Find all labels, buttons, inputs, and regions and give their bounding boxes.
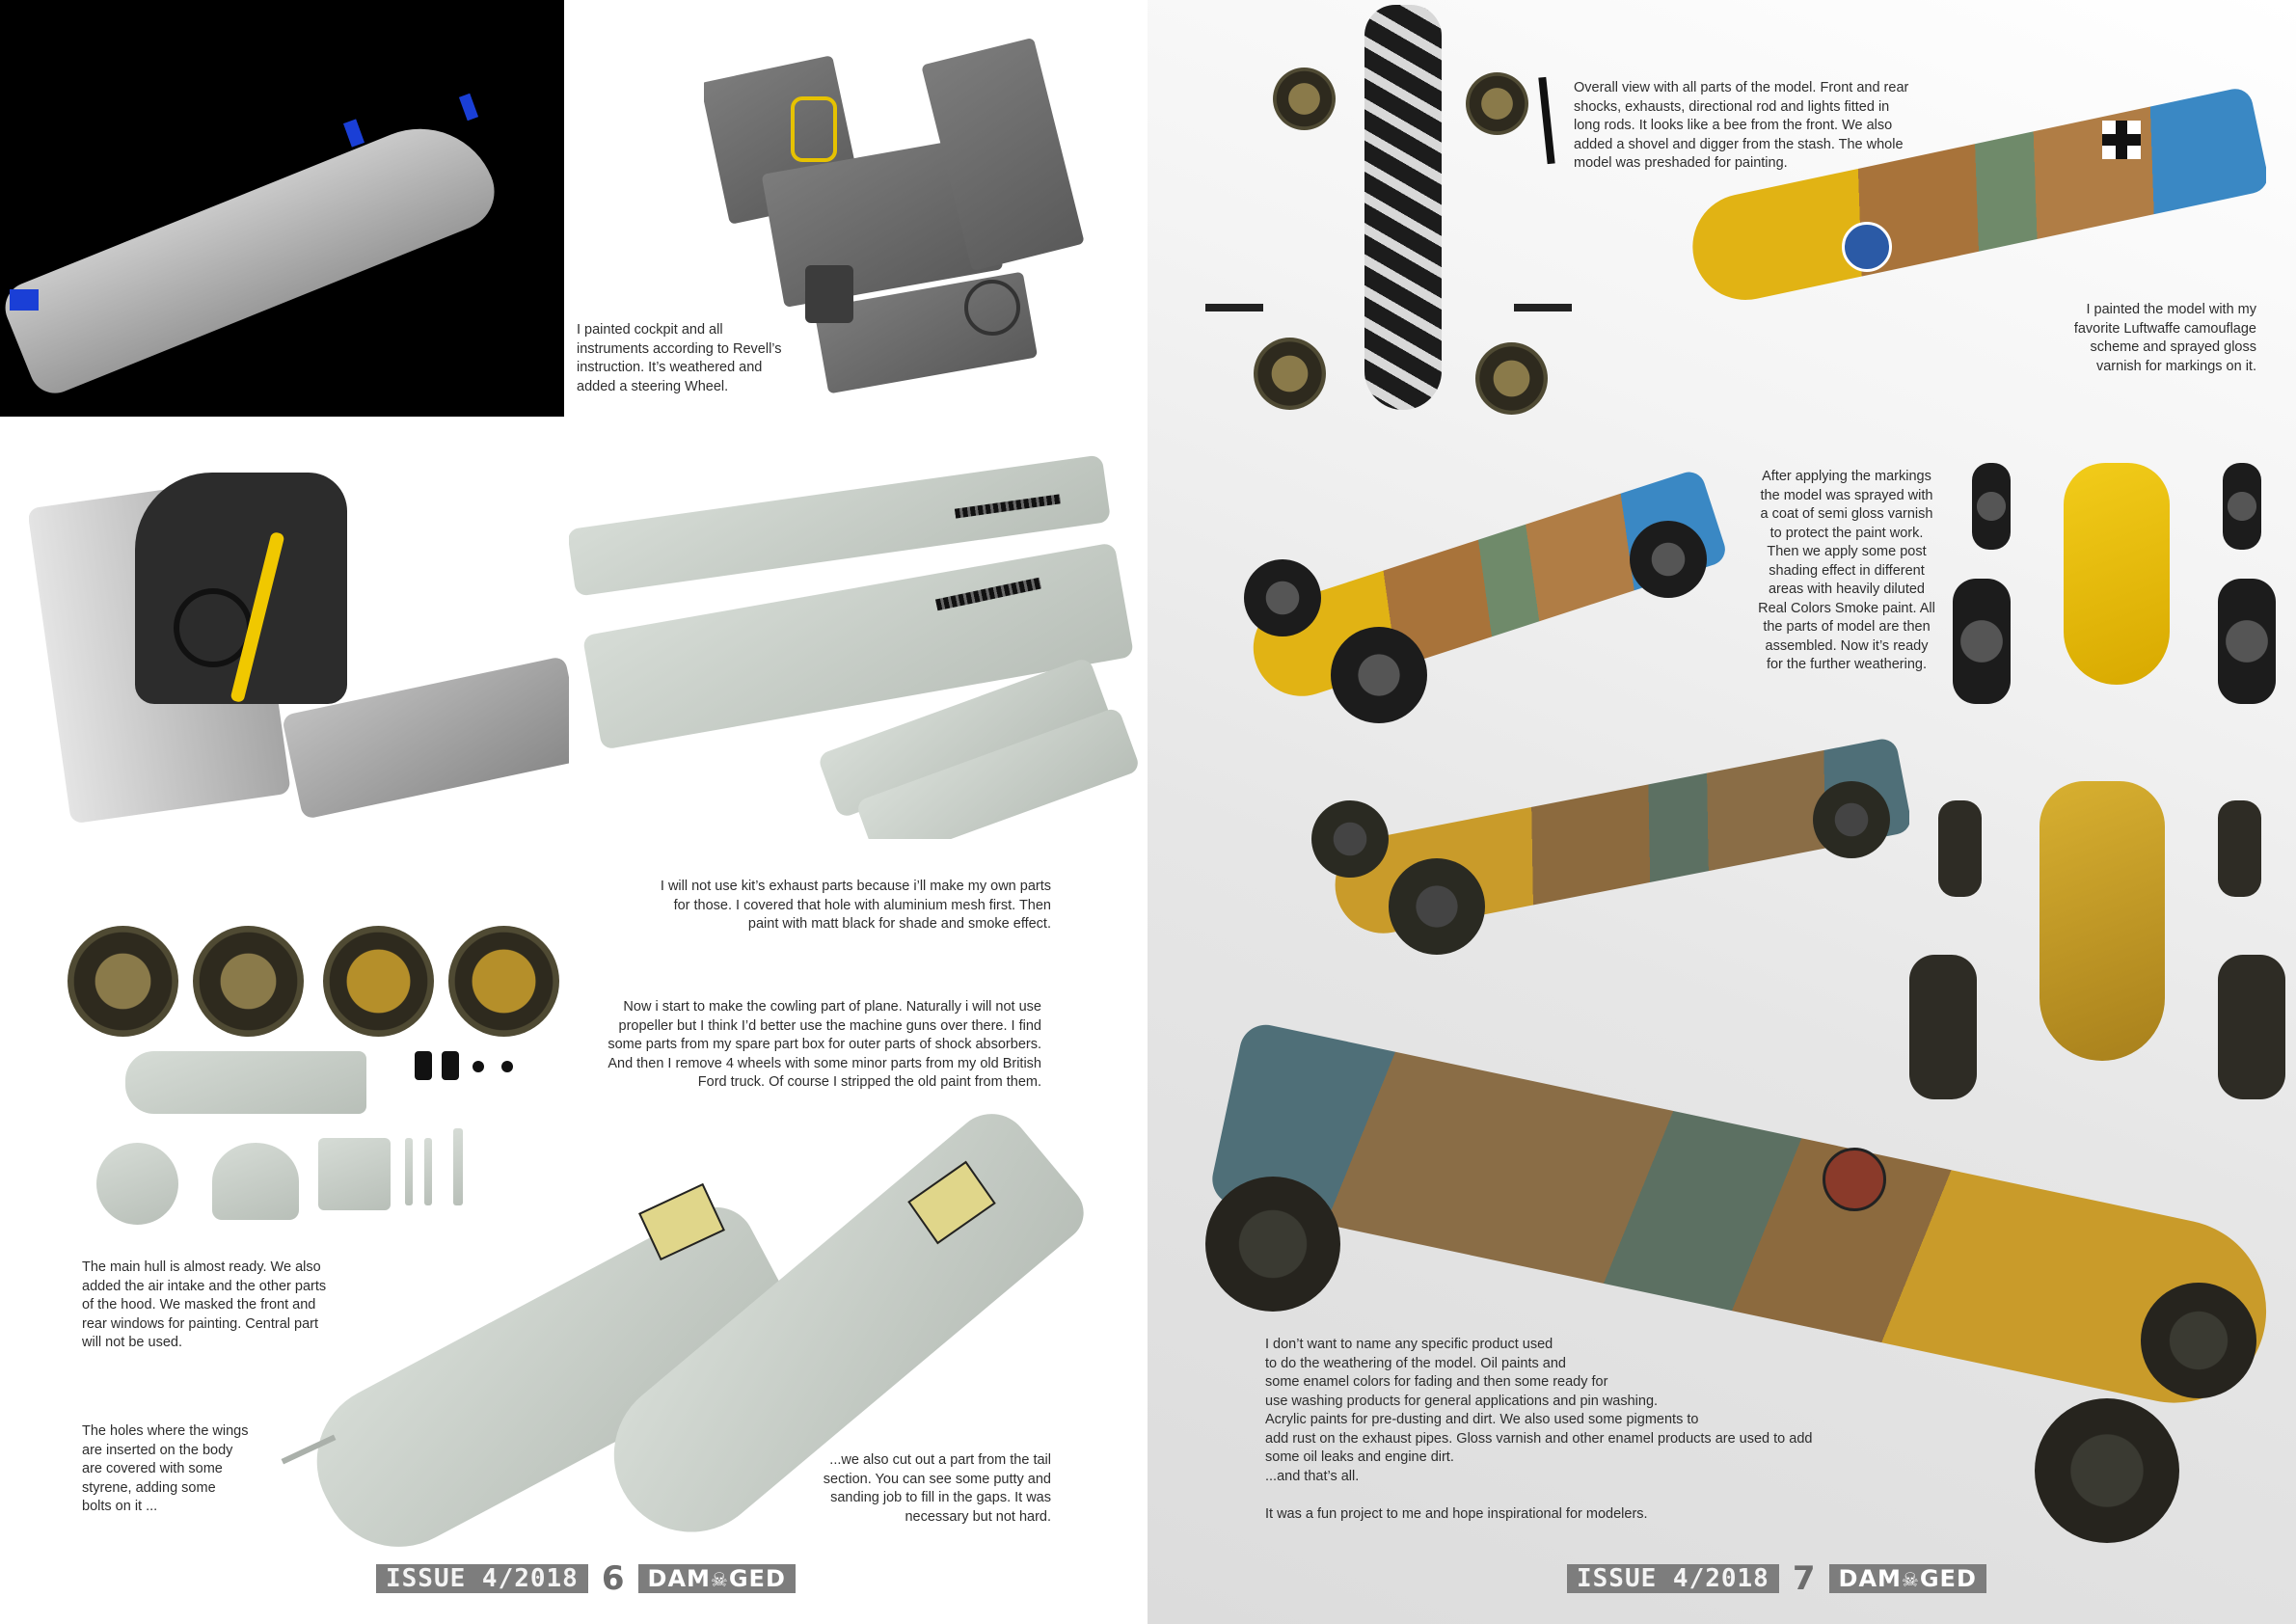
- photo-cockpit-closeup: [29, 453, 569, 839]
- photo-vehicle-front-weathered: [1909, 733, 2285, 1109]
- brand-logo: DAM☠GED: [637, 1564, 796, 1593]
- photo-vehicle-hero-weathered: [1196, 974, 2285, 1553]
- photo-vehicle-front-clean: [1953, 405, 2281, 723]
- right-page: Overall view with all parts of the model…: [1148, 0, 2296, 1624]
- brand-logo: DAM☠GED: [1828, 1564, 1986, 1593]
- footer-left: ISSUE 4/2018 6 DAM☠GED: [376, 1562, 796, 1595]
- photo-painted-fuselage: [1668, 58, 2266, 309]
- issue-label: ISSUE 4/2018: [376, 1564, 588, 1593]
- photo-exhaust-parts: [569, 434, 1148, 839]
- photo-cockpit-parts: [704, 39, 1138, 415]
- caption-tail: ...we also cut out a part from the tail …: [823, 1452, 1051, 1525]
- left-page: I painted cockpit and all instruments ac…: [0, 0, 1148, 1595]
- skull-icon: ☠: [710, 1568, 729, 1591]
- skull-icon: ☠: [1901, 1568, 1920, 1591]
- photo-wheels-and-parts: [58, 916, 559, 1234]
- issue-label: ISSUE 4/2018: [1567, 1564, 1779, 1593]
- page-number: 7: [1792, 1559, 1816, 1598]
- caption-exhaust: I will not use kit’s exhaust parts becau…: [660, 879, 1051, 932]
- caption-cockpit: I painted cockpit and all instruments ac…: [577, 322, 782, 394]
- caption-cowling: Now i start to make the cowling part of …: [608, 999, 1041, 1090]
- caption-wings: The holes where the wings are inserted o…: [82, 1423, 249, 1514]
- photo-vehicle-side-weathered: [1311, 714, 1909, 955]
- caption-weathering: I don’t want to name any specific produc…: [1265, 1337, 1813, 1522]
- photo-fuselage-black-background: [0, 0, 564, 417]
- footer-right: ISSUE 4/2018 7 DAM☠GED: [1567, 1562, 1986, 1595]
- page-number: 6: [601, 1559, 625, 1598]
- photo-vehicle-side-clean: [1225, 434, 1726, 743]
- caption-markings: After applying the markings the model wa…: [1758, 469, 1935, 672]
- caption-hull: The main hull is almost ready. We also a…: [82, 1259, 327, 1350]
- caption-overall: Overall view with all parts of the model…: [1574, 80, 1909, 171]
- caption-painted: I painted the model with my favorite Luf…: [2073, 302, 2256, 374]
- photo-exploded-parts: [1176, 0, 1591, 424]
